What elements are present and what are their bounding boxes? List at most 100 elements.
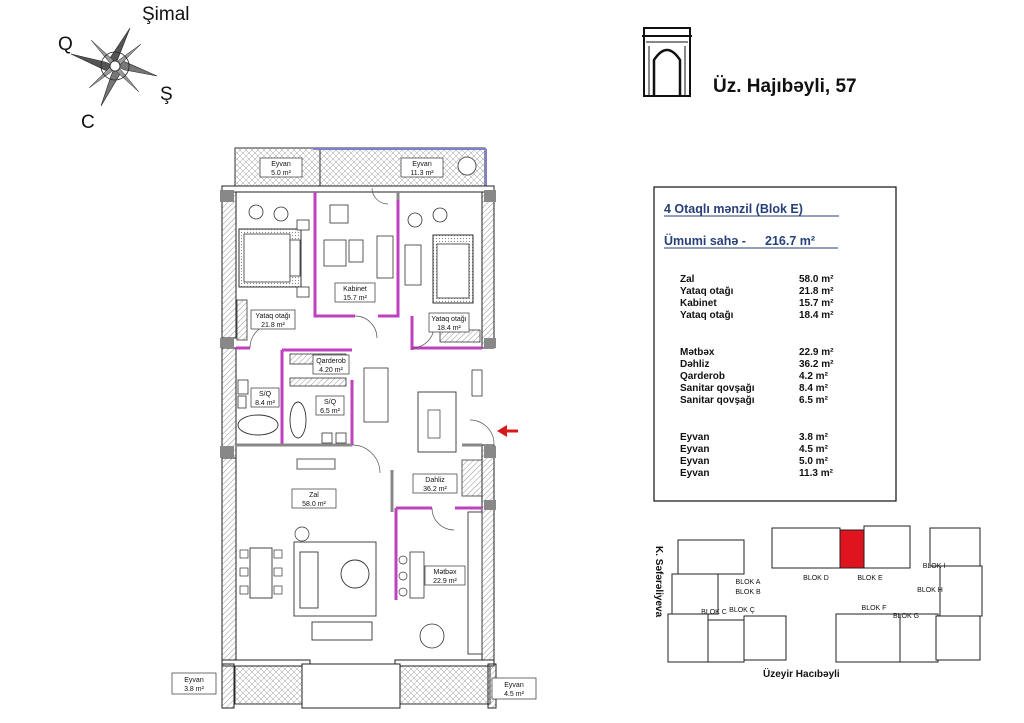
summary-row-area: 4.2 m² bbox=[799, 371, 829, 382]
summary-row-area: 11.3 m² bbox=[799, 468, 834, 479]
block-shape-cc bbox=[743, 615, 787, 661]
room-label-name: Dahliz bbox=[425, 477, 445, 484]
block-shape-c bbox=[707, 619, 745, 663]
room-label-area: 22.9 m² bbox=[433, 578, 457, 585]
kitchen-table bbox=[419, 623, 445, 649]
room-label-eyvan-4: Eyvan 4.5 m² bbox=[491, 677, 537, 700]
room-label-bedroom-1: Yataq otağı 21.8 m² bbox=[250, 309, 296, 330]
balcony-bottom-left bbox=[234, 663, 311, 705]
bathtub-2 bbox=[289, 401, 307, 439]
room-label-area: 4.5 m² bbox=[504, 691, 525, 698]
armchair-left-2 bbox=[273, 206, 289, 222]
compass-rose bbox=[70, 27, 158, 107]
room-label-bath-2: S/Q 6.5 m² bbox=[315, 395, 345, 416]
toilet-1 bbox=[237, 395, 247, 409]
block-cluster-right bbox=[929, 527, 983, 661]
room-label-box bbox=[315, 395, 345, 416]
hall-console bbox=[363, 367, 389, 423]
compass-west-label: Q bbox=[58, 34, 73, 55]
block-label: BLOK Ç bbox=[729, 607, 755, 614]
wall-right-upper bbox=[481, 187, 495, 349]
summary-row-area: 15.7 m² bbox=[799, 298, 834, 309]
wall-top bbox=[221, 185, 495, 193]
kabinet-chair bbox=[329, 204, 349, 224]
door-swing-entrance bbox=[469, 419, 495, 445]
room-label-area: 11.3 m² bbox=[410, 170, 434, 177]
summary-row-name: Eyvan bbox=[680, 444, 709, 455]
wall-balcony-bottom-left bbox=[221, 663, 235, 709]
nightstand-left-2 bbox=[296, 286, 310, 298]
room-label-area: 21.8 m² bbox=[261, 322, 285, 329]
block-label: BLOK D bbox=[803, 575, 829, 582]
room-label-box bbox=[171, 672, 217, 695]
summary-row-area: 8.4 m² bbox=[799, 383, 829, 394]
room-label-name: Zal bbox=[309, 492, 319, 499]
room-label-name: Eyvan bbox=[412, 161, 432, 168]
compass-south-label: C bbox=[81, 112, 95, 133]
room-label-area: 3.8 m² bbox=[184, 686, 205, 693]
interior-walls-gray bbox=[236, 192, 482, 512]
block-shape-a bbox=[677, 539, 745, 575]
wall-bottom-left bbox=[221, 659, 311, 667]
block-label: BLOK F bbox=[862, 605, 887, 612]
pillar-1 bbox=[220, 190, 234, 202]
door-swings bbox=[249, 187, 495, 531]
balcony-planter bbox=[457, 156, 477, 176]
street-left-label: K. Səfərəliyeva bbox=[653, 546, 664, 618]
bed-left-pillows bbox=[289, 239, 301, 277]
wardrobe-left bbox=[236, 299, 248, 341]
wall-kabinet-left bbox=[313, 192, 355, 318]
room-label-bath-1: S/Q 8.4 m² bbox=[250, 387, 280, 408]
block-e-highlight bbox=[839, 529, 865, 569]
balcony-bottom-right bbox=[399, 663, 491, 705]
room-label-name: Mətbəx bbox=[434, 569, 457, 576]
room-label-area: 36.2 m² bbox=[423, 486, 447, 493]
block-shape-g bbox=[899, 613, 939, 663]
wall-balcony-bottom-mid bbox=[301, 663, 401, 709]
room-label-box bbox=[312, 354, 350, 375]
pillar-5 bbox=[220, 338, 234, 348]
summary-row-area: 58.0 m² bbox=[799, 274, 834, 285]
room-label-area: 8.4 m² bbox=[255, 400, 276, 407]
wall-left-upper bbox=[221, 187, 237, 339]
room-label-box bbox=[291, 488, 337, 509]
block-label: BLOK C bbox=[701, 609, 727, 616]
summary-row-area: 3.8 m² bbox=[799, 432, 829, 443]
hall-table-inner bbox=[427, 409, 441, 439]
summary-row-area: 36.2 m² bbox=[799, 359, 834, 370]
summary-total-value: 216.7 m² bbox=[765, 234, 815, 248]
block-cluster-left bbox=[667, 539, 787, 663]
entrance-arrow bbox=[497, 425, 518, 437]
block-cluster-bottom bbox=[835, 613, 939, 663]
room-label-name: Eyvan bbox=[504, 682, 524, 689]
block-label: BLOK I bbox=[923, 563, 946, 570]
floor-plan: Eyvan 5.0 m² Eyvan 11.3 m² Kabinet 15.7 … bbox=[171, 147, 537, 709]
pillar-6 bbox=[484, 338, 496, 348]
dining-chair-1 bbox=[239, 549, 249, 559]
wall-right-lower bbox=[481, 444, 495, 665]
kitchen-island bbox=[409, 551, 425, 599]
block-shape-f bbox=[835, 613, 901, 663]
block-shape-i bbox=[929, 527, 981, 567]
bed-right-pillows bbox=[404, 244, 422, 286]
room-label-name: S/Q bbox=[259, 391, 272, 398]
block-labels: BLOK D BLOK E BLOK A BLOK B BLOK C BLOK … bbox=[701, 563, 945, 620]
armchair-left-1 bbox=[248, 204, 264, 220]
summary-row-area: 6.5 m² bbox=[799, 395, 829, 406]
room-label-box bbox=[424, 565, 466, 586]
dining-table bbox=[249, 547, 273, 599]
room-label-box bbox=[400, 157, 444, 178]
room-labels: Eyvan 5.0 m² Eyvan 11.3 m² Kabinet 15.7 … bbox=[171, 157, 537, 700]
bed-left-mattress bbox=[243, 233, 291, 283]
block-label: BLOK H bbox=[917, 587, 943, 594]
compass-center bbox=[109, 60, 121, 72]
bed-right-mattress bbox=[436, 243, 470, 299]
compass-east-label: Ş bbox=[160, 84, 173, 105]
room-label-eyvan-3: Eyvan 3.8 m² bbox=[171, 672, 217, 695]
kabinet-sofa bbox=[376, 235, 394, 279]
summary-row-area: 18.4 m² bbox=[799, 310, 834, 321]
arch-opening bbox=[652, 48, 682, 96]
block-shape-e-right bbox=[863, 525, 911, 569]
room-label-area: 5.0 m² bbox=[271, 170, 292, 177]
room-label-name: S/Q bbox=[324, 399, 337, 406]
